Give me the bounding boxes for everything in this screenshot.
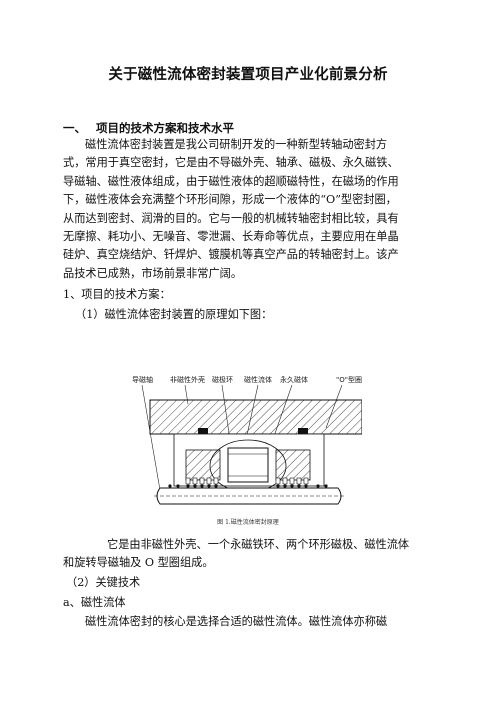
- paragraph-line: 磁性流体密封的核心是选择合适的磁性流体。磁性流体亦称磁: [85, 615, 388, 628]
- description-paragraph: 它是由非磁性外壳、一个永磁铁环、两个环形磁极、磁性流体 和旋转导磁轴及 O 型圈…: [63, 536, 438, 573]
- pole-ring-right: [275, 449, 311, 481]
- paragraph-line: 式，常用于真空密封，它是由不导磁外壳、轴承、磁极、永久磁铁、: [63, 156, 399, 170]
- subsection-item: a、磁性流体: [63, 596, 126, 609]
- magnetic-shaft: [156, 487, 342, 505]
- o-ring-icon: [298, 428, 308, 434]
- seal-diagram: 导磁轴 非磁性外壳 磁极环 磁性流体 永久磁体 "O"型圈: [132, 375, 362, 505]
- subsection-heading: 1、项目的技术方案：: [63, 288, 171, 301]
- section-heading-text: 项目的技术方案和技术水平: [96, 121, 234, 135]
- subsection-item: （1）磁性流体密封装置的原理如下图：: [75, 308, 273, 321]
- paragraph-line: 无摩擦、耗功小、无噪音、零泄漏、长寿命等优点，主要应用在单晶: [63, 230, 399, 244]
- label-magnetic-fluid: 磁性流体: [244, 375, 272, 384]
- section-heading: 一、项目的技术方案和技术水平: [63, 120, 234, 136]
- pole-ring-left: [185, 449, 221, 481]
- paragraph-line: 从而达到密封、润滑的目的。它与一般的机械转轴密封相比较，具有: [63, 211, 399, 225]
- label-o-ring: "O"型圈: [336, 375, 362, 384]
- figure-caption: 图 1.磁性流体密封原理: [217, 519, 279, 526]
- label-housing: 非磁性外壳: [170, 375, 205, 384]
- magnetic-fluid-beads: [168, 484, 328, 488]
- label-pole-ring: 磁极环: [212, 375, 233, 384]
- subsection-item: （2）关键技术: [66, 576, 141, 589]
- label-magnet: 永久磁体: [280, 375, 308, 384]
- section-number: 一、: [63, 121, 86, 135]
- pole-teeth: [185, 477, 309, 485]
- page-title: 关于磁性流体密封装置项目产业化前景分析: [108, 66, 388, 83]
- paragraph-line: 导磁轴、磁性液体组成，由于磁性液体的超顺磁特性，在磁场的作用: [63, 174, 399, 188]
- non-magnetic-housing: [149, 399, 362, 435]
- paragraph-line: 和旋转导磁轴及 O 型圈组成。: [63, 556, 214, 570]
- intro-paragraph: 磁性流体密封装置是我公司研制开发的一种新型转轴动密封方 式，常用于真空密封，它是…: [63, 136, 438, 283]
- paragraph-line: 下，磁性液体会充满整个环形间隙，形成一个液体的“O”型密封圈，: [63, 193, 397, 207]
- permanent-magnet: [227, 447, 269, 483]
- paragraph-line: 品技术已成熟，市场前景非常广阔。: [63, 266, 243, 280]
- label-shaft: 导磁轴: [132, 375, 153, 384]
- o-ring-icon: [198, 428, 208, 434]
- paragraph-line: 磁性流体密封装置是我公司研制开发的一种新型转轴动密封方: [85, 138, 388, 151]
- paragraph-line: 它是由非磁性外壳、一个永磁铁环、两个环形磁极、磁性流体: [107, 538, 410, 551]
- paragraph-line: 硅炉、真空烧结炉、钎焊炉、镀膜机等真空产品的转轴密封上。该产: [63, 248, 399, 262]
